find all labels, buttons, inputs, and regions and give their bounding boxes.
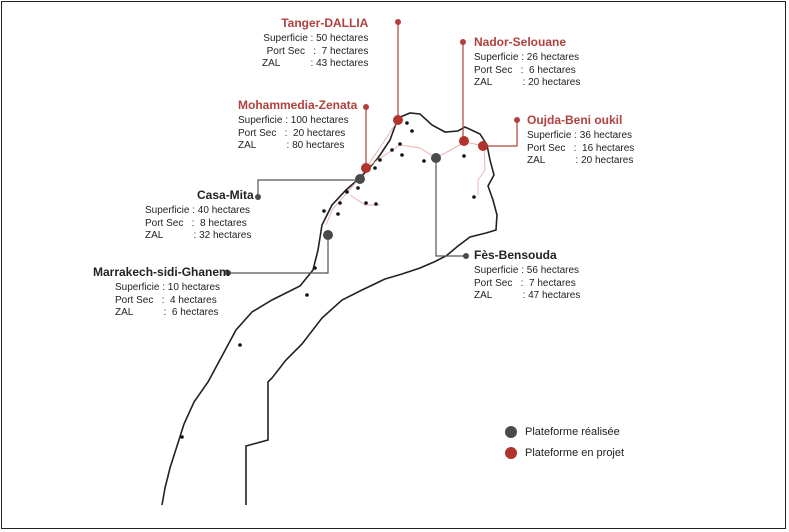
marker-tanger [393, 115, 403, 125]
red-dot-icon [505, 446, 517, 459]
grey-dot-icon [505, 425, 517, 438]
leader-lines [228, 22, 518, 274]
platform-markers[interactable] [225, 19, 520, 276]
marker-casa [355, 174, 365, 184]
marker-nador [459, 136, 469, 146]
marker-fes [431, 153, 441, 163]
legend-item-realisee: Plateforme réalisée [505, 421, 624, 442]
marker-marrakech [323, 230, 333, 240]
marker-mohammedia [361, 163, 371, 173]
marker-oujda [478, 141, 488, 151]
legend-item-projet: Plateforme en projet [505, 442, 624, 463]
small-dots [180, 121, 476, 439]
legend: Plateforme réalisée Plateforme en projet [505, 421, 624, 463]
